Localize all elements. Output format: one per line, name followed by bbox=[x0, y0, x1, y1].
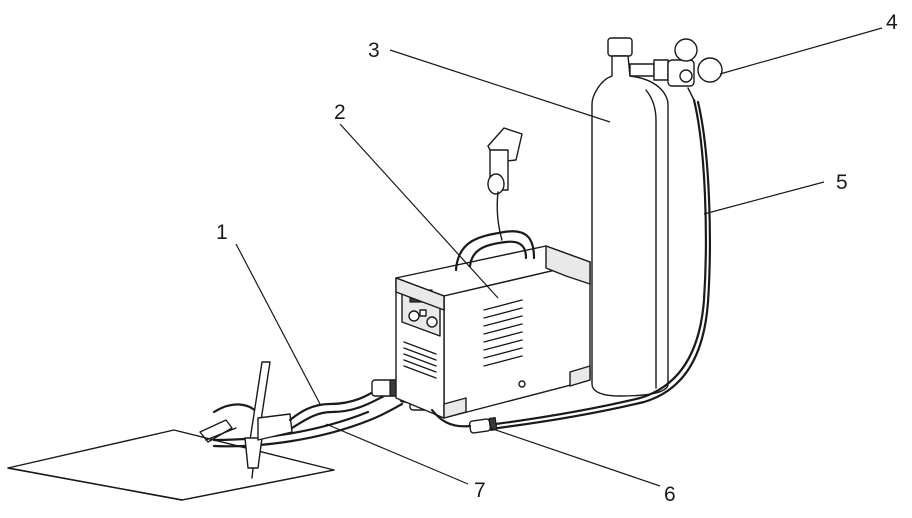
leader-1 bbox=[235, 243, 321, 405]
leader-lines bbox=[235, 27, 883, 487]
leader-2 bbox=[339, 123, 499, 299]
power-plug bbox=[487, 127, 523, 241]
tig-torch bbox=[244, 361, 386, 479]
ground-clamp bbox=[199, 402, 404, 448]
welding-machine bbox=[395, 230, 591, 419]
leader-5 bbox=[703, 181, 825, 215]
hose-connector bbox=[430, 408, 498, 434]
callout-4: 4 bbox=[886, 11, 898, 34]
callout-2: 2 bbox=[334, 101, 346, 124]
gas-hose bbox=[494, 98, 711, 430]
workpiece-plate bbox=[7, 429, 335, 501]
callout-1: 1 bbox=[216, 221, 228, 244]
callout-5: 5 bbox=[836, 171, 848, 194]
callout-3: 3 bbox=[368, 39, 380, 62]
leader-4 bbox=[719, 27, 883, 75]
leader-6 bbox=[489, 427, 661, 487]
leader-3 bbox=[389, 49, 611, 123]
callout-6: 6 bbox=[664, 483, 676, 506]
callout-7: 7 bbox=[474, 479, 486, 502]
leader-7 bbox=[325, 423, 469, 485]
pressure-regulator bbox=[667, 38, 723, 101]
gas-cylinder bbox=[591, 37, 669, 397]
